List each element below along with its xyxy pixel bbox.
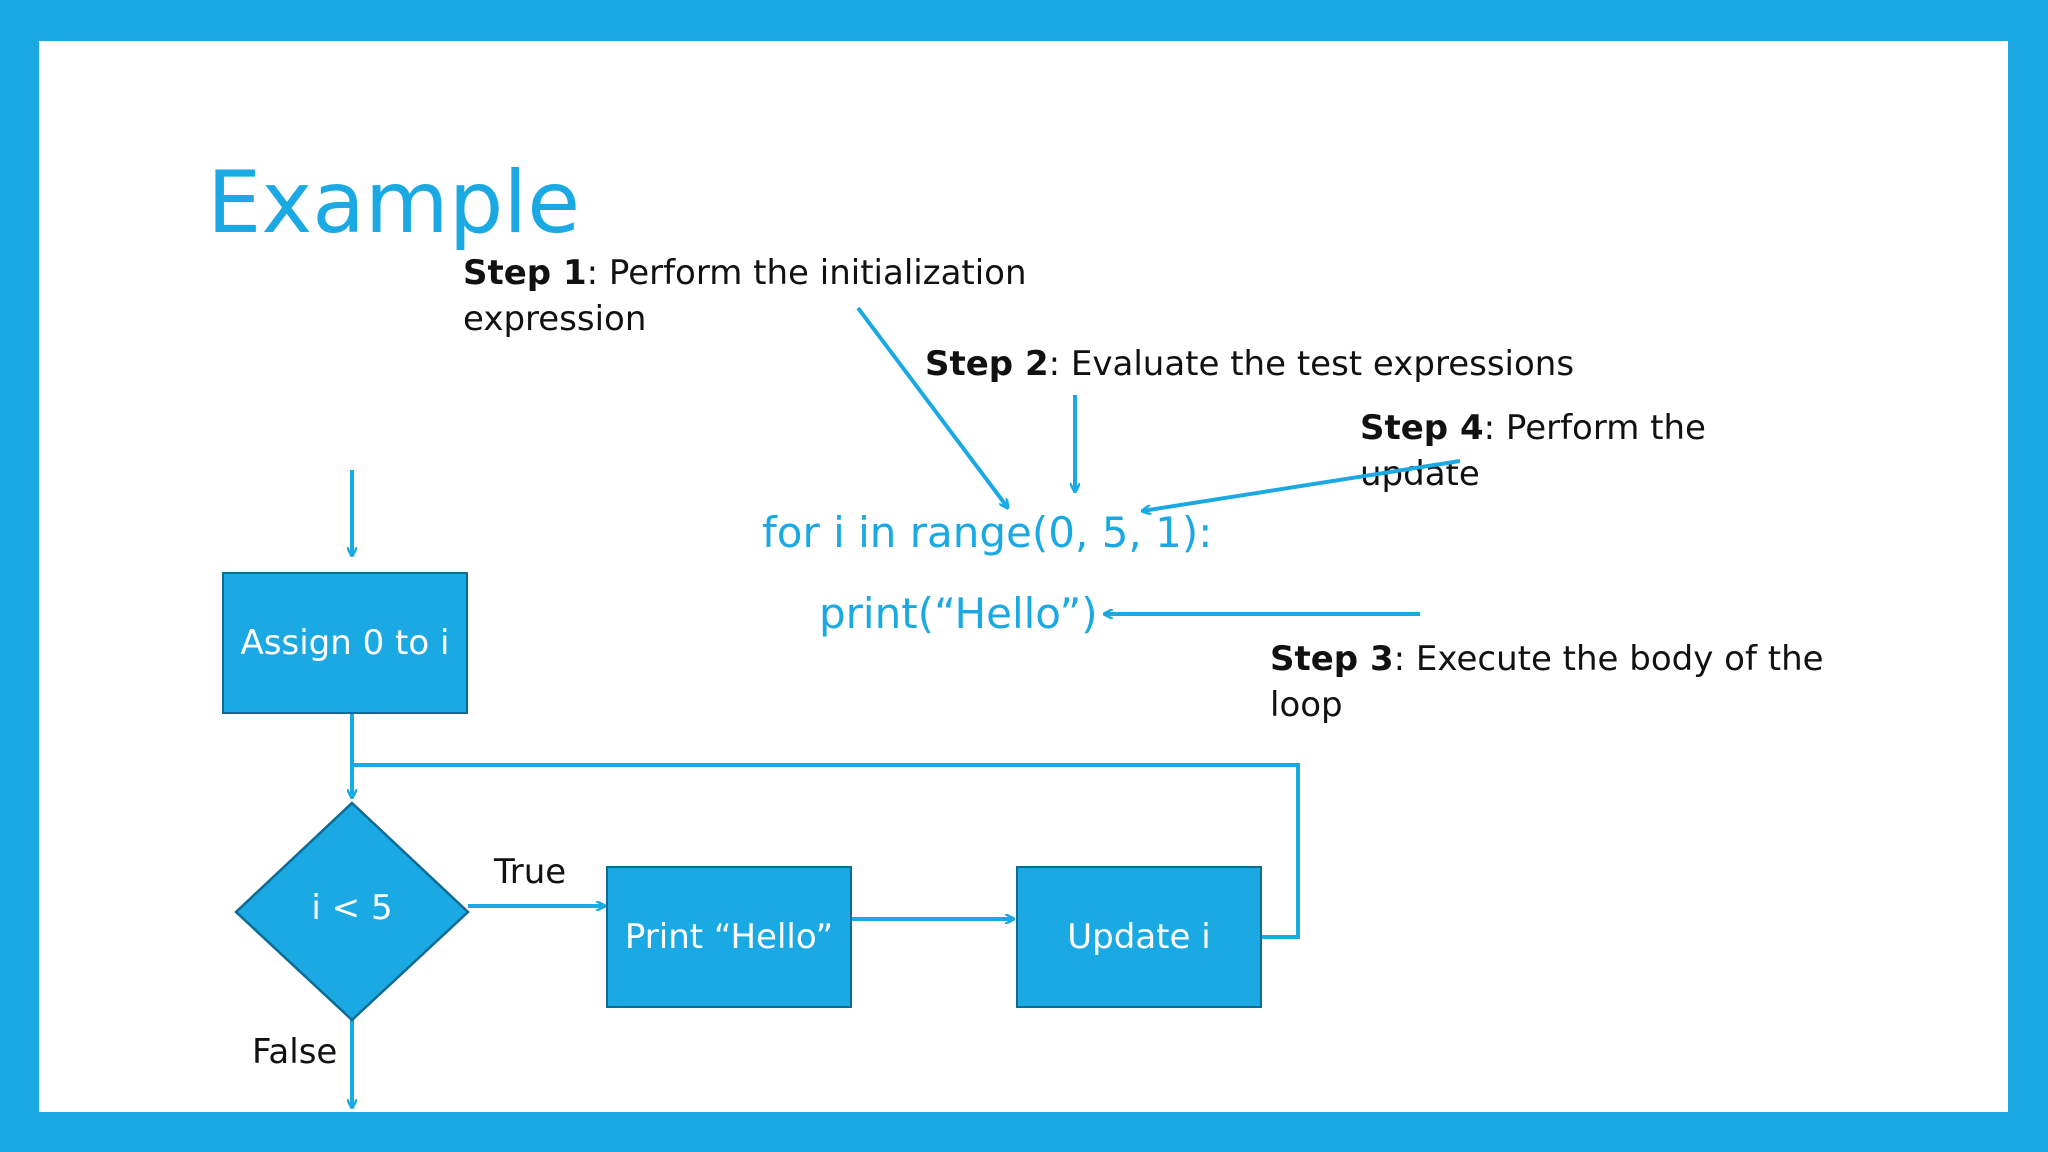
step-3-note: Step 3: Execute the body of the loop	[1270, 636, 1824, 728]
code-print-line: print(“Hello”)	[819, 589, 1098, 638]
loop-back-line	[352, 763, 1300, 939]
step-4-text: : Perform the	[1483, 408, 1706, 448]
step-4-note: Step 4: Perform the update	[1360, 405, 1706, 497]
step-4-arrow	[1142, 459, 1461, 511]
condition-label: i < 5	[311, 888, 393, 928]
code-for-loop-line: for i in range(0, 5, 1):	[762, 508, 1213, 557]
step-3-text-cont: loop	[1270, 685, 1343, 725]
assign-box: Assign 0 to i	[222, 572, 468, 714]
step-2-text: : Evaluate the test expressions	[1048, 344, 1575, 384]
step-1-arrow	[856, 306, 1008, 508]
step-1-text-cont: expression	[463, 299, 647, 339]
step-3-label: Step 3	[1270, 639, 1394, 679]
step-1-text: : Perform the initialization	[586, 253, 1027, 293]
update-box: Update i	[1016, 866, 1262, 1008]
step-4-label: Step 4	[1360, 408, 1484, 448]
condition-diamond	[234, 801, 470, 1022]
true-label: True	[494, 852, 567, 892]
print-box: Print “Hello”	[606, 866, 852, 1008]
slide-title: Example	[207, 153, 581, 253]
false-label: False	[252, 1032, 338, 1072]
step-2-label: Step 2	[925, 344, 1049, 384]
step-1-label: Step 1	[463, 253, 587, 293]
step-2-note: Step 2: Evaluate the test expressions	[925, 341, 1574, 387]
step-3-text: : Execute the body of the	[1393, 639, 1824, 679]
step-1-note: Step 1: Perform the initialization expre…	[463, 250, 1027, 342]
